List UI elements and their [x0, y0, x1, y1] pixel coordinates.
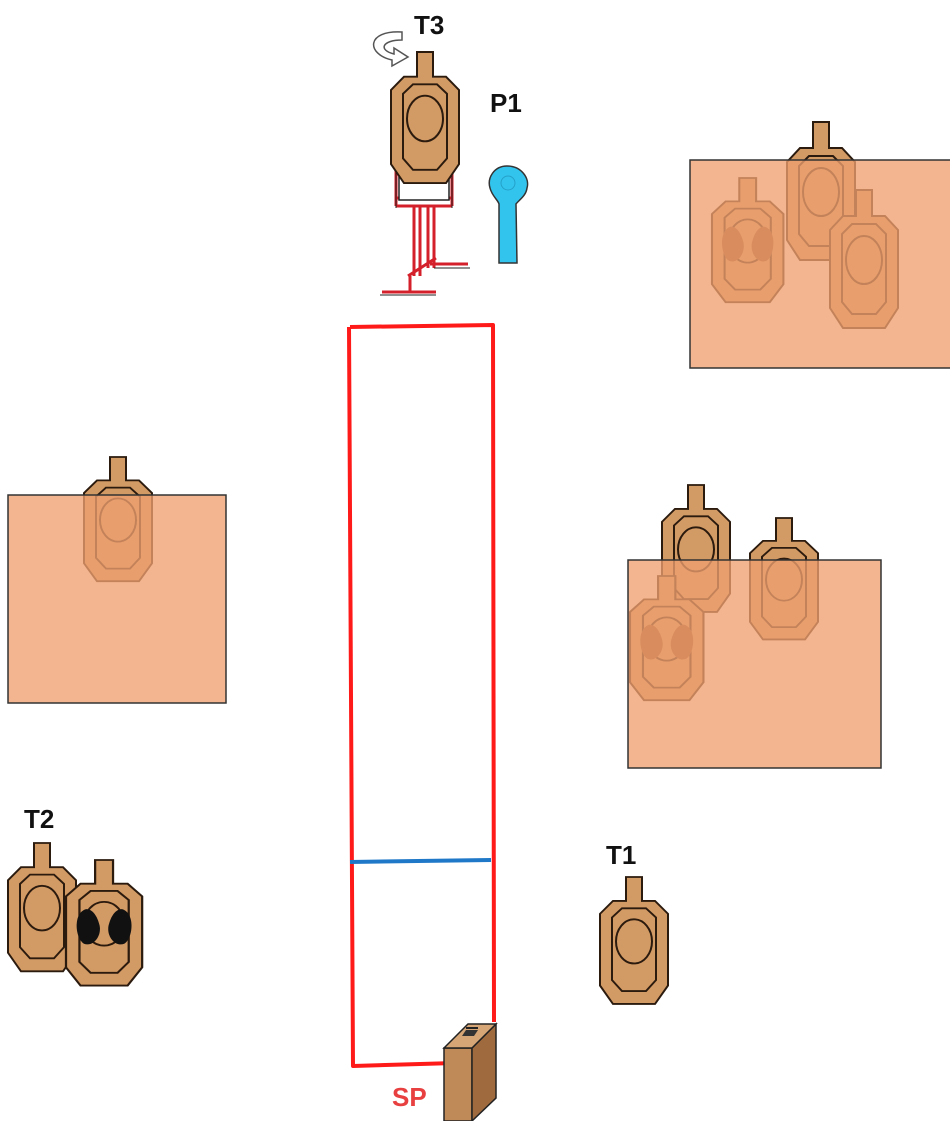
t3-swinger-target — [373, 31, 470, 296]
label-t1: T1 — [606, 840, 636, 870]
hard-cover-wall — [689, 159, 950, 369]
label-p1: P1 — [490, 88, 522, 118]
label-t3: T3 — [414, 10, 444, 40]
target-group-right-middle — [627, 484, 882, 769]
t2-target-group — [7, 842, 144, 987]
popper-plate — [500, 175, 516, 191]
briefcase-icon — [442, 1022, 498, 1121]
target-group-left — [7, 456, 227, 704]
paper-target — [390, 51, 460, 185]
hard-cover-wall — [627, 559, 882, 769]
hard-cover-wall — [7, 494, 227, 704]
popper-icon — [488, 165, 529, 264]
no-shoot-target — [64, 858, 144, 987]
target-group-upper-right — [689, 121, 950, 369]
label-sp: SP — [392, 1082, 427, 1112]
t1-target — [599, 876, 669, 1005]
fault-line-area — [347, 323, 496, 1068]
swinger-arrow-icon — [373, 31, 410, 68]
label-t2: T2 — [24, 804, 54, 834]
shooting-position-line — [349, 858, 492, 864]
